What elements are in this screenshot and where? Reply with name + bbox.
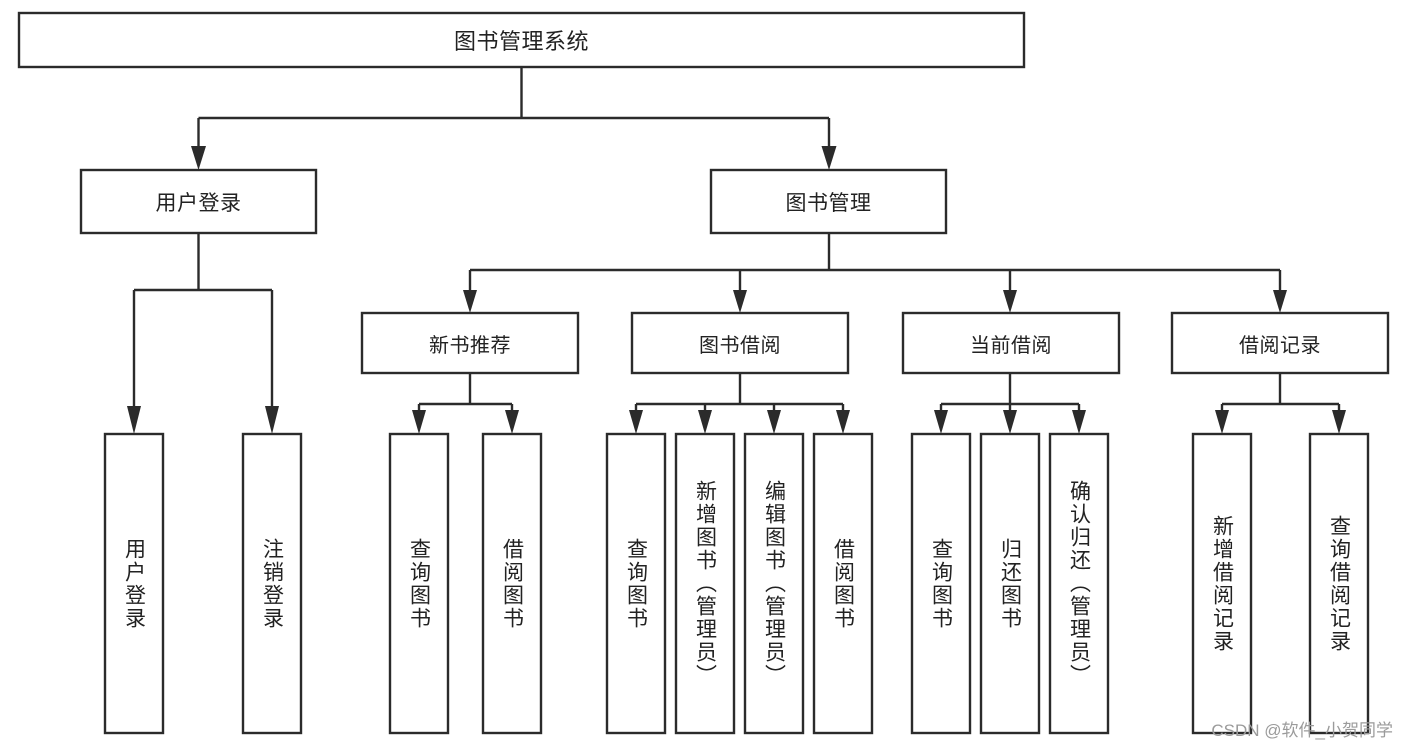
arrow-new-book-leaf-2-icon — [505, 410, 519, 434]
arrow-borrow-record-leaf-2-icon — [1332, 410, 1346, 434]
arrow-root-to-user-login-icon — [191, 146, 206, 170]
arrow-book-borrow-leaf-1-icon — [629, 410, 643, 434]
arrow-book-borrow-leaf-2-icon — [698, 410, 712, 434]
node-leaf-user-logout-box[interactable] — [241, 432, 303, 735]
arrow-book-borrow-leaf-3-icon — [767, 410, 781, 434]
arrow-user-login-leaf-2-icon — [265, 406, 279, 434]
arrow-current-borrow-leaf-2-icon — [1003, 410, 1017, 434]
node-book-borrow-box[interactable] — [630, 311, 850, 375]
arrow-book-borrow-leaf-4-icon — [836, 410, 850, 434]
node-leaf-borrow-book-2-box[interactable] — [812, 432, 874, 735]
arrow-to-new-book-recommend-icon — [463, 290, 477, 313]
node-leaf-query-book-1-box[interactable] — [388, 432, 450, 735]
node-leaf-add-book-box[interactable] — [674, 432, 736, 735]
arrow-to-current-borrow-icon — [1003, 290, 1017, 313]
node-leaf-query-record-box[interactable] — [1308, 432, 1370, 735]
arrow-to-borrow-record-icon — [1273, 290, 1287, 313]
arrow-current-borrow-leaf-3-icon — [1072, 410, 1086, 434]
node-book-manage-box[interactable] — [709, 168, 948, 235]
node-current-borrow-box[interactable] — [901, 311, 1121, 375]
node-root-box[interactable] — [17, 11, 1026, 69]
nodes-layer — [17, 11, 1390, 735]
node-leaf-user-login-box[interactable] — [103, 432, 165, 735]
node-new-book-recommend-box[interactable] — [360, 311, 580, 375]
node-leaf-edit-book-box[interactable] — [743, 432, 805, 735]
arrow-user-login-leaf-1-icon — [127, 406, 141, 434]
arrow-root-to-book-manage-icon — [821, 146, 837, 170]
node-leaf-borrow-book-1-box[interactable] — [481, 432, 543, 735]
node-user-login-box[interactable] — [79, 168, 318, 235]
arrow-current-borrow-leaf-1-icon — [934, 410, 948, 434]
connectors-layer — [127, 67, 1346, 434]
node-borrow-record-box[interactable] — [1170, 311, 1390, 375]
node-leaf-add-record-box[interactable] — [1191, 432, 1253, 735]
arrow-borrow-record-leaf-1-icon — [1215, 410, 1229, 434]
node-leaf-query-book-3-box[interactable] — [910, 432, 972, 735]
node-leaf-return-book-box[interactable] — [979, 432, 1041, 735]
arrow-new-book-leaf-1-icon — [412, 410, 426, 434]
node-leaf-confirm-return-box[interactable] — [1048, 432, 1110, 735]
arrow-to-book-borrow-icon — [733, 290, 747, 313]
node-leaf-query-book-2-box[interactable] — [605, 432, 667, 735]
